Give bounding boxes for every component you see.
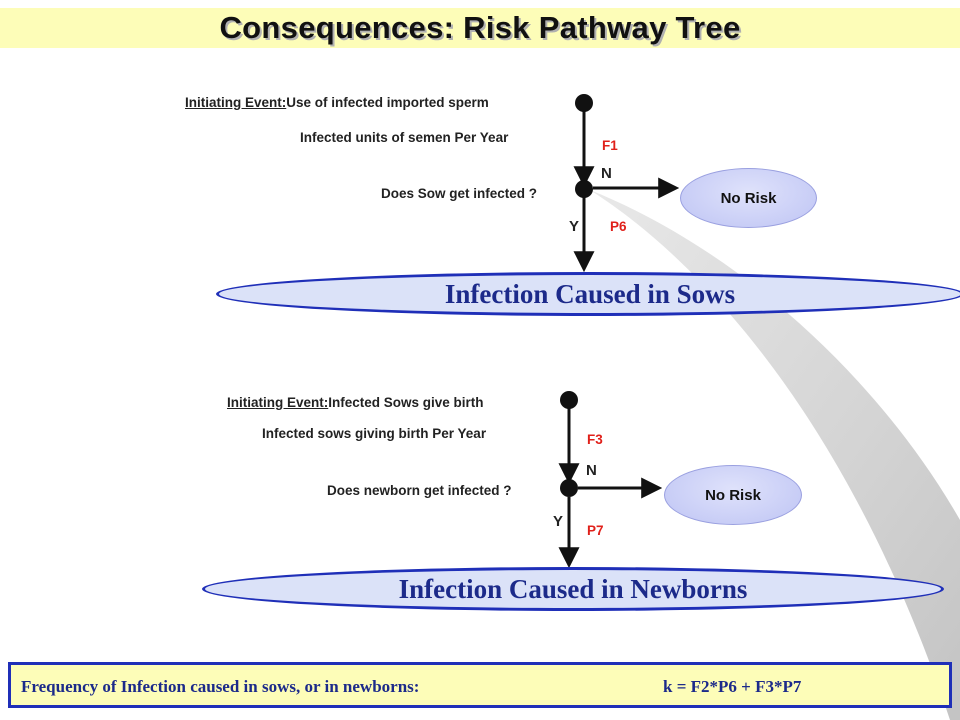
page-title: Consequences: Risk Pathway Tree xyxy=(219,10,741,45)
title-band xyxy=(0,8,960,48)
tree2-initiating-node xyxy=(560,391,578,409)
frequency-formula: k = F2*P6 + F3*P7 xyxy=(663,677,802,696)
tree1-decision-node xyxy=(575,180,593,198)
tree1-initiating-node xyxy=(575,94,593,112)
decorative-swoosh xyxy=(590,190,960,720)
tree2-initiating-prefix: Initiating Event: xyxy=(227,395,329,410)
tree2-no-label: N xyxy=(586,462,597,479)
tree1-outcome: Infection Caused in Sows xyxy=(216,272,960,316)
tree1-probability-label: P6 xyxy=(610,219,627,234)
tree1-frequency-label: F1 xyxy=(602,138,618,153)
tree2-probability-label: P7 xyxy=(587,523,604,538)
tree1-initiating-text: Use of infected imported sperm xyxy=(286,95,489,110)
tree2-question: Does newborn get infected ? xyxy=(327,483,512,498)
tree1-initiating-event: Initiating Event:Use of infected importe… xyxy=(185,95,489,110)
tree1-no-risk: No Risk xyxy=(680,168,817,228)
frequency-summary-text: Frequency of Infection caused in sows, o… xyxy=(21,677,420,696)
tree2-no-risk: No Risk xyxy=(664,465,802,525)
frequency-summary-box: Frequency of Infection caused in sows, o… xyxy=(8,662,952,708)
tree1-no-label: N xyxy=(601,165,612,182)
tree2-yes-label: Y xyxy=(553,513,564,530)
tree1-initiating-prefix: Initiating Event: xyxy=(185,95,287,110)
tree1-question: Does Sow get infected ? xyxy=(381,186,538,201)
tree2-outcome: Infection Caused in Newborns xyxy=(202,567,944,611)
tree1-units-label: Infected units of semen Per Year xyxy=(300,130,509,145)
tree1-yes-label: Y xyxy=(569,218,580,235)
tree2-initiating-text: Infected Sows give birth xyxy=(328,395,484,410)
tree2-frequency-label: F3 xyxy=(587,432,603,447)
tree2-initiating-event: Initiating Event:Infected Sows give birt… xyxy=(227,395,484,410)
tree2-units-label: Infected sows giving birth Per Year xyxy=(262,426,487,441)
tree2-decision-node xyxy=(560,479,578,497)
